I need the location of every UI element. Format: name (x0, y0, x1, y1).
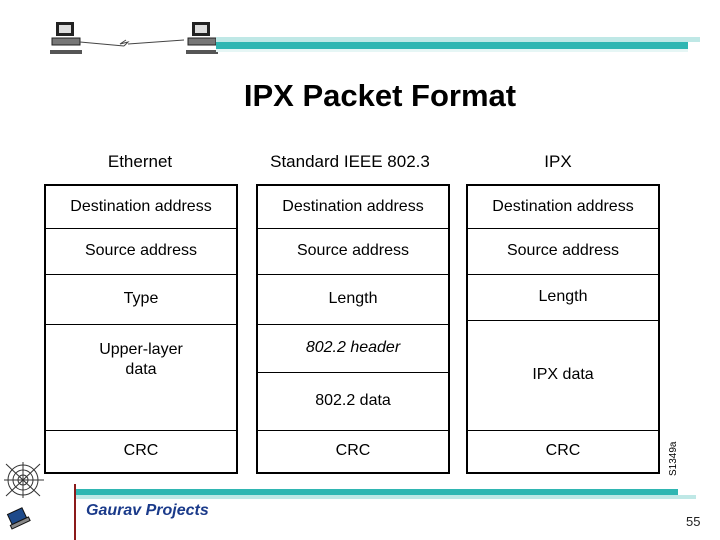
ethernet-frame: Destination address Source address Type … (44, 184, 238, 474)
ethernet-crc-cell: CRC (46, 430, 236, 472)
slide-title: IPX Packet Format (0, 78, 720, 114)
bottom-accent-bar-light (76, 495, 696, 499)
ethernet-dest-cell: Destination address (46, 186, 236, 229)
column-header-ieee: Standard IEEE 802.3 (258, 152, 442, 172)
ethernet-data-label: Upper-layer data (99, 340, 183, 380)
computer-icon (50, 22, 82, 54)
ieee-data-cell: 802.2 data (258, 372, 448, 431)
ipx-frame: Destination address Source address Lengt… (466, 184, 660, 474)
ipx-crc-cell: CRC (468, 430, 658, 472)
ieee-frame: Destination address Source address Lengt… (256, 184, 450, 474)
laptop-icon (6, 506, 32, 530)
computer-icon (186, 22, 218, 54)
ipx-length-cell: Length (468, 274, 658, 321)
ieee-crc-cell: CRC (258, 430, 448, 472)
top-accent-bar-shadow (216, 49, 688, 52)
network-header-graphic (44, 18, 224, 66)
column-header-ipx: IPX (510, 152, 606, 172)
ieee-header-cell: 802.2 header (258, 324, 448, 373)
figure-id-text: S1349a (668, 442, 679, 476)
page-number: 55 (686, 514, 700, 529)
ieee-length-cell: Length (258, 274, 448, 325)
spider-web-icon (2, 460, 46, 500)
ipx-source-cell: Source address (468, 228, 658, 275)
footer-label: Gaurav Projects (86, 502, 209, 520)
top-accent-bar-light (216, 37, 700, 42)
top-accent-bar (216, 42, 688, 49)
ipx-data-cell: IPX data (468, 320, 658, 431)
ethernet-source-cell: Source address (46, 228, 236, 275)
ieee-dest-cell: Destination address (258, 186, 448, 229)
ethernet-type-cell: Type (46, 274, 236, 325)
ipx-dest-cell: Destination address (468, 186, 658, 229)
figure-id: S1349a (664, 424, 684, 476)
ethernet-data-cell: Upper-layer data (46, 324, 236, 431)
column-header-ethernet: Ethernet (90, 152, 190, 172)
ieee-source-cell: Source address (258, 228, 448, 275)
